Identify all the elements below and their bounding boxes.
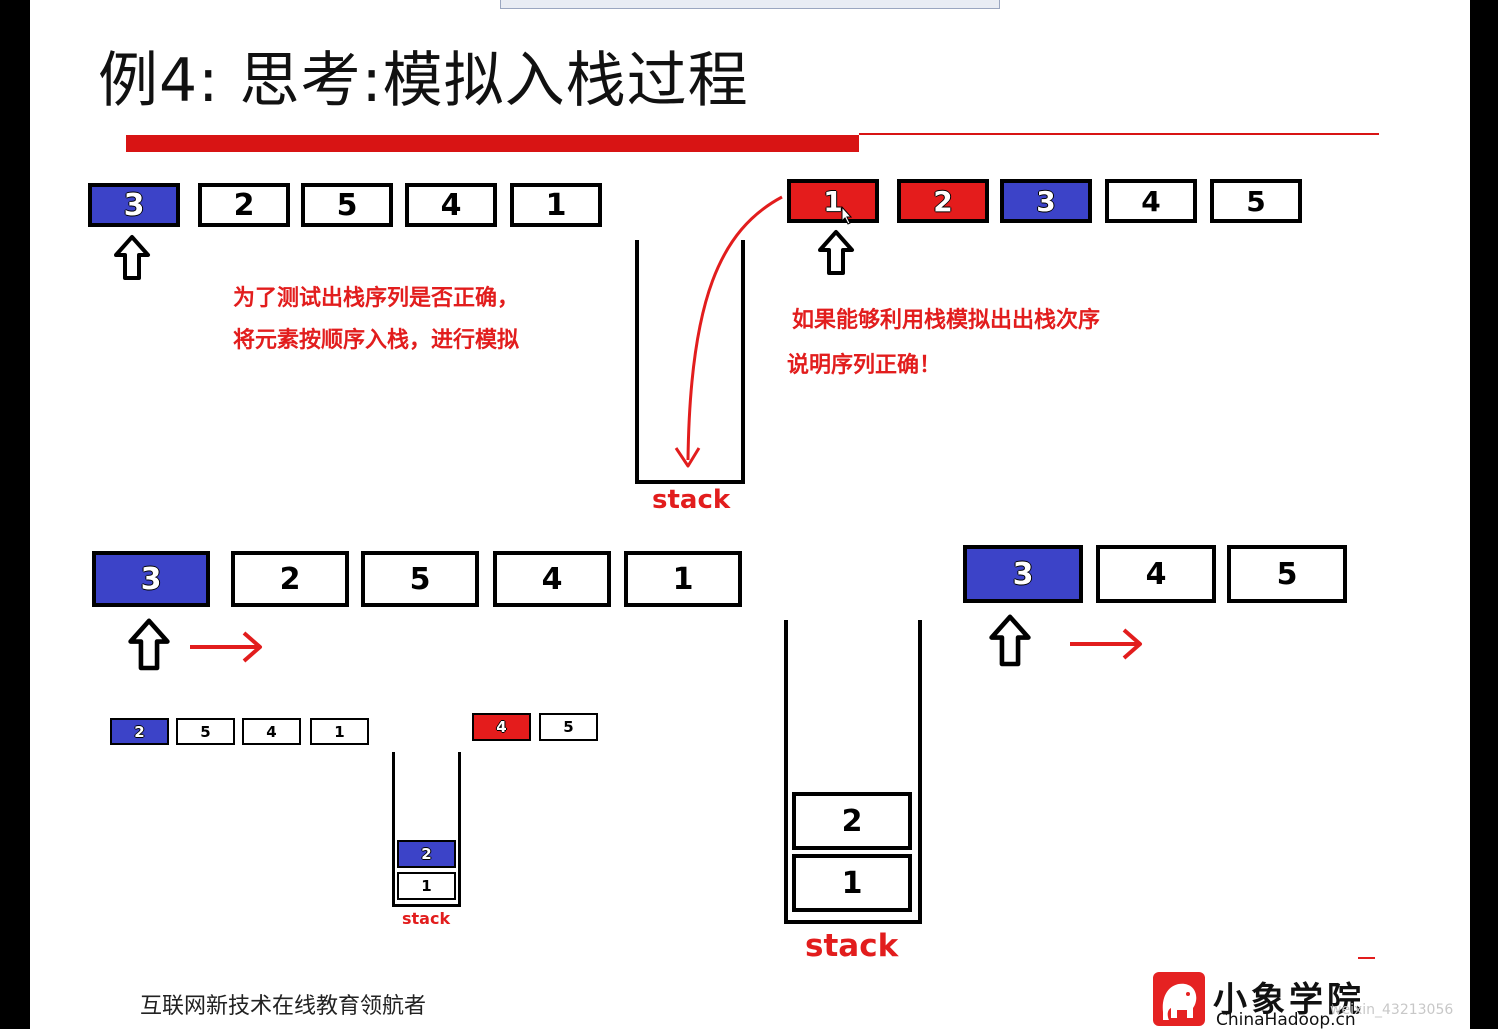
p1-box-2: 5: [301, 183, 393, 227]
logo-url: ChinaHadoop.cn: [1216, 1010, 1356, 1029]
p2-note-line1: 如果能够利用栈模拟出出栈次序: [792, 308, 1101, 333]
watermark: weixin_43213056: [1330, 1002, 1454, 1018]
right-arrow-icon: [190, 631, 262, 663]
large-stack-container: [784, 620, 922, 924]
p3-output-box-1: 5: [539, 713, 598, 741]
p3-box-4: 1: [624, 551, 742, 607]
p2-box-4: 5: [1210, 179, 1302, 223]
p2-box-3: 4: [1105, 179, 1197, 223]
large-stack-label: stack: [805, 928, 899, 964]
p4-box-2: 5: [1227, 545, 1347, 603]
p3-small-box-1: 5: [176, 718, 235, 745]
title-underline-thin: [859, 133, 1379, 135]
p2-note-line2: 说明序列正确！: [787, 353, 942, 378]
p3-box-2: 5: [361, 551, 479, 607]
title-underline-thick: [126, 135, 859, 152]
p1-box-1: 2: [198, 183, 290, 227]
mouse-cursor-icon: [841, 205, 853, 225]
up-arrow-icon: [818, 230, 854, 275]
slide-title: 例4: 思考:模拟入栈过程: [98, 46, 749, 116]
p1-box-3: 4: [405, 183, 497, 227]
small-stack-item-1: 1: [397, 872, 456, 900]
p3-output-box-0: 4: [472, 713, 531, 741]
slide: 例4: 思考:模拟入栈过程 3 2 5 4 1 为了测试出栈序列是否正确， 将元…: [30, 0, 1470, 1029]
p1-box-0: 3: [88, 183, 180, 227]
p4-box-1: 4: [1096, 545, 1216, 603]
p2-box-1: 2: [897, 179, 989, 223]
large-stack-item-1: 1: [792, 854, 912, 912]
p3-small-box-3: 1: [310, 718, 369, 745]
p3-small-box-0: 2: [110, 718, 169, 745]
p3-small-box-2: 4: [242, 718, 301, 745]
p1-box-4: 1: [510, 183, 602, 227]
p1-note-line1: 为了测试出栈序列是否正确，: [233, 286, 520, 311]
small-stack-container: [392, 752, 461, 907]
p2-box-0: 1: [787, 179, 879, 223]
p4-box-0: 3: [963, 545, 1083, 603]
stack-label-top: stack: [652, 485, 731, 515]
up-arrow-icon: [992, 617, 1029, 664]
push-curve-arrow-icon: [674, 195, 783, 468]
small-stack-label: stack: [402, 909, 451, 928]
toolbar-strip: [500, 0, 1000, 9]
p3-box-3: 4: [493, 551, 611, 607]
p1-note-line2: 将元素按顺序入栈，进行模拟: [233, 328, 520, 353]
footer-slogan: 互联网新技术在线教育领航者: [140, 994, 427, 1019]
logo-name: 小象学院: [1213, 980, 1365, 1020]
large-stack-item-0: 2: [792, 792, 912, 850]
p2-box-2: 3: [1000, 179, 1092, 223]
diagram-arrows: [114, 195, 1375, 1026]
elephant-logo-icon: [1153, 972, 1205, 1026]
small-stack-item-0: 2: [397, 840, 456, 868]
up-arrow-icon: [114, 235, 150, 280]
stack-container-top: [635, 240, 745, 484]
right-arrow-icon: [1070, 628, 1142, 660]
up-arrow-icon: [131, 621, 168, 668]
p3-box-1: 2: [231, 551, 349, 607]
p3-box-0: 3: [92, 551, 210, 607]
